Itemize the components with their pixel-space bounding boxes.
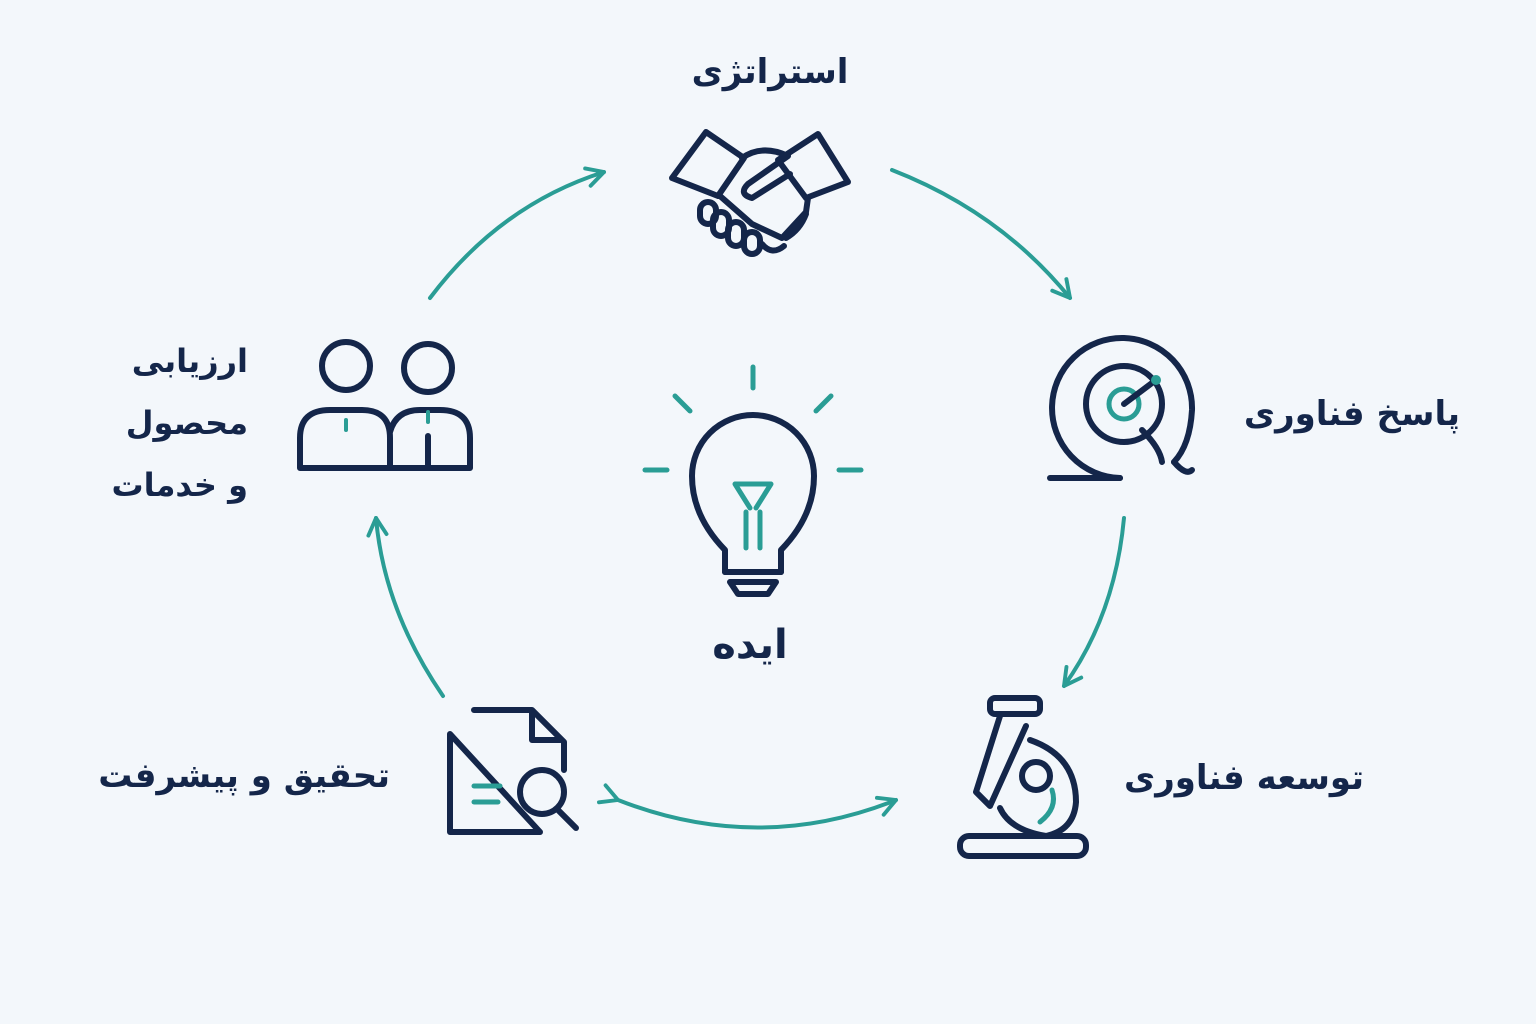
arrow-evaluation-to-strategy bbox=[428, 166, 606, 300]
handshake-icon bbox=[669, 129, 851, 257]
stage-label-evaluation-line-3: و خدمات bbox=[111, 466, 248, 504]
arrow-strategy-to-tech-response bbox=[890, 168, 1072, 300]
arrow-tech-dev-rnd-bidirectional bbox=[596, 783, 898, 830]
stage-label-tech-dev: توسعه فناوری bbox=[1124, 758, 1364, 798]
stage-label-rnd: تحقیق و پیشرفت bbox=[98, 756, 390, 796]
microscope-icon bbox=[957, 695, 1089, 859]
stage-label-evaluation-line-1: ارزیابی bbox=[131, 342, 248, 380]
target-icon bbox=[1047, 335, 1196, 481]
center-label-idea: ایده bbox=[712, 622, 788, 668]
stage-label-evaluation-line-2: محصول bbox=[125, 404, 248, 442]
stage-label-tech-response: پاسخ فناوری bbox=[1243, 394, 1460, 434]
stage-label-strategy: استراتژی bbox=[691, 52, 849, 92]
arrow-rnd-to-evaluation bbox=[366, 516, 445, 698]
arrow-tech-response-to-tech-dev bbox=[1062, 516, 1126, 688]
stage-label-evaluation: ارزیابی محصول و خدمات bbox=[90, 330, 248, 516]
document-search-icon bbox=[447, 707, 579, 835]
users-icon bbox=[297, 339, 473, 471]
lightbulb-icon bbox=[642, 364, 864, 597]
